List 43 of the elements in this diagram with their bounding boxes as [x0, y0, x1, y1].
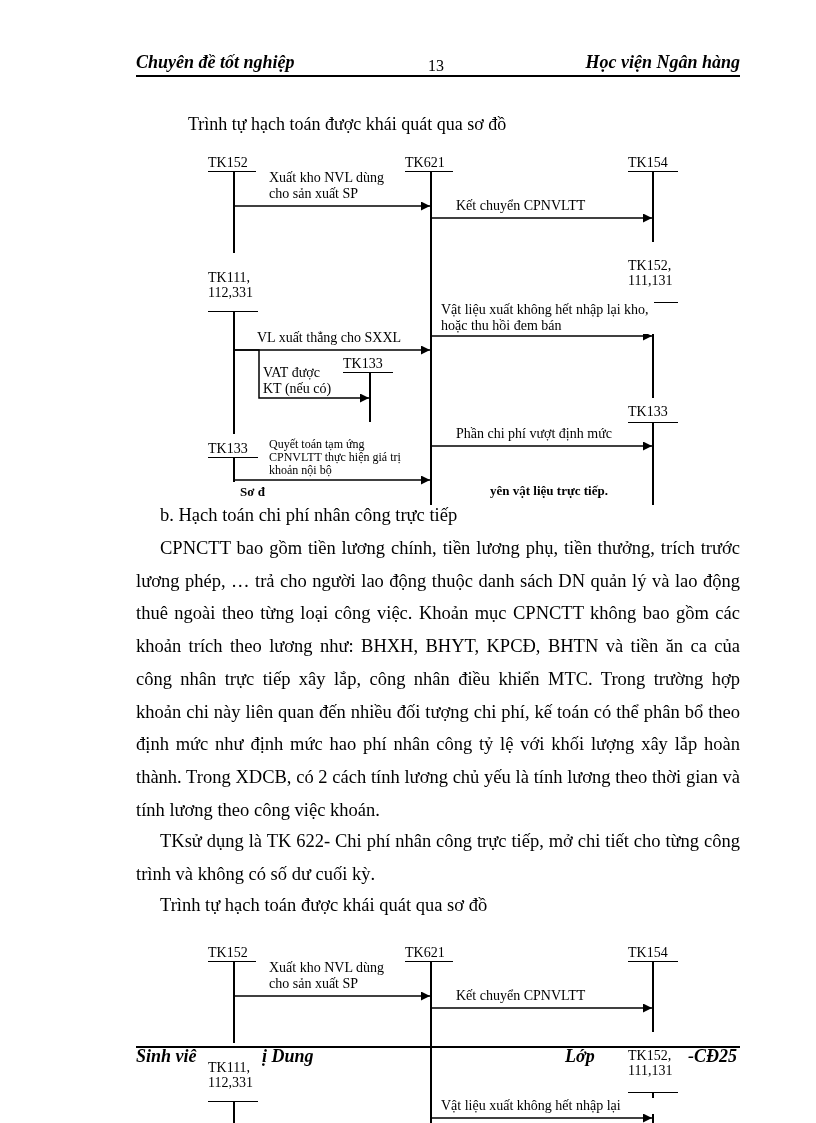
account-name: TK152	[208, 155, 256, 172]
arrow	[234, 349, 370, 403]
t-account	[628, 945, 678, 1032]
edge-label: Vật liệu xuất không hết nhập lại kho, hoặc thu hồi đem bán	[440, 302, 654, 334]
figure-caption: yên vật liệu trực tiếp.	[490, 483, 608, 499]
arrow	[234, 475, 431, 485]
account-name: TK111, 112,331	[208, 270, 258, 312]
running-footer: Sinh viê	[136, 1046, 197, 1067]
t-account	[208, 945, 256, 1043]
t-account	[628, 155, 678, 242]
intro-text: Trình tự hạch toán được khái quát qua sơ đồ	[188, 114, 507, 135]
account-name: TK133	[628, 404, 678, 423]
page-number: 13	[428, 57, 444, 75]
edge-label: Vật liệu xuất không hết nhập lại	[440, 1098, 654, 1114]
account-name: TK152, 111,131	[628, 1048, 678, 1093]
account-name: TK621	[405, 945, 453, 962]
account-name: TK152	[208, 945, 256, 962]
t-account	[343, 356, 393, 422]
t-account	[208, 441, 258, 482]
figure-caption: Sơ đ	[240, 484, 265, 500]
intro-text: Trình tự hạch toán được khái quát qua sơ đồ	[160, 895, 488, 916]
arrow	[431, 213, 653, 223]
section-heading: b. Hạch toán chi phí nhân công trực tiếp	[160, 505, 458, 526]
arrow	[431, 1003, 653, 1013]
account-name: TK133	[343, 356, 393, 373]
account-name: TK133	[208, 441, 258, 458]
arrow	[234, 201, 431, 211]
running-footer: ị Dung	[262, 1046, 314, 1067]
running-header: Chuyên đề tốt nghiệp	[136, 52, 295, 73]
t-account	[208, 155, 256, 253]
running-header: Học viện Ngân hàng	[585, 52, 740, 73]
body-paragraph: CPNCTT bao gồm tiền lương chính, tiền lương phụ, tiền thưởng, trích trước lương phép, … trả cho người lao động thuộc danh sách DN quản lý và lao động thuê ngoài theo từng loại công việc. Khoản mục CPNCTT không bao gồm các khoản trích theo lương như: BHXH, BHYT, KPCĐ, BHTN và tiền ăn ca của công nhân trực tiếp xây lắp, công nhân điều khiển MTC. Trong trường hợp khoản chi này liên quan đến nhiều đối tượng chi phí, kế toán có thể phân bổ theo định mức như định mức hao phí nhân công tỷ lệ với khối lượng xây lắp hoàn thành. Trong XDCB, có 2 cách tính lương chủ yếu là tính lương theo thời gian và tính lương theo công việc khoán.	[136, 537, 740, 822]
t-account	[208, 1060, 258, 1123]
account-name: TK111, 112,331	[208, 1060, 258, 1102]
arrow	[431, 441, 653, 451]
body-paragraph: TKsử dụng là TK 622- Chi phí nhân công trực tiếp, mở chi tiết cho từng công trình và không có số dư cuối kỳ.	[136, 830, 740, 886]
running-footer: -CĐ25	[688, 1046, 737, 1067]
arrow	[234, 991, 431, 1001]
account-name: TK154	[628, 945, 678, 962]
running-footer: Lớp	[565, 1046, 595, 1067]
account-name: TK621	[405, 155, 453, 172]
account-name: TK154	[628, 155, 678, 172]
arrow	[431, 1113, 653, 1123]
